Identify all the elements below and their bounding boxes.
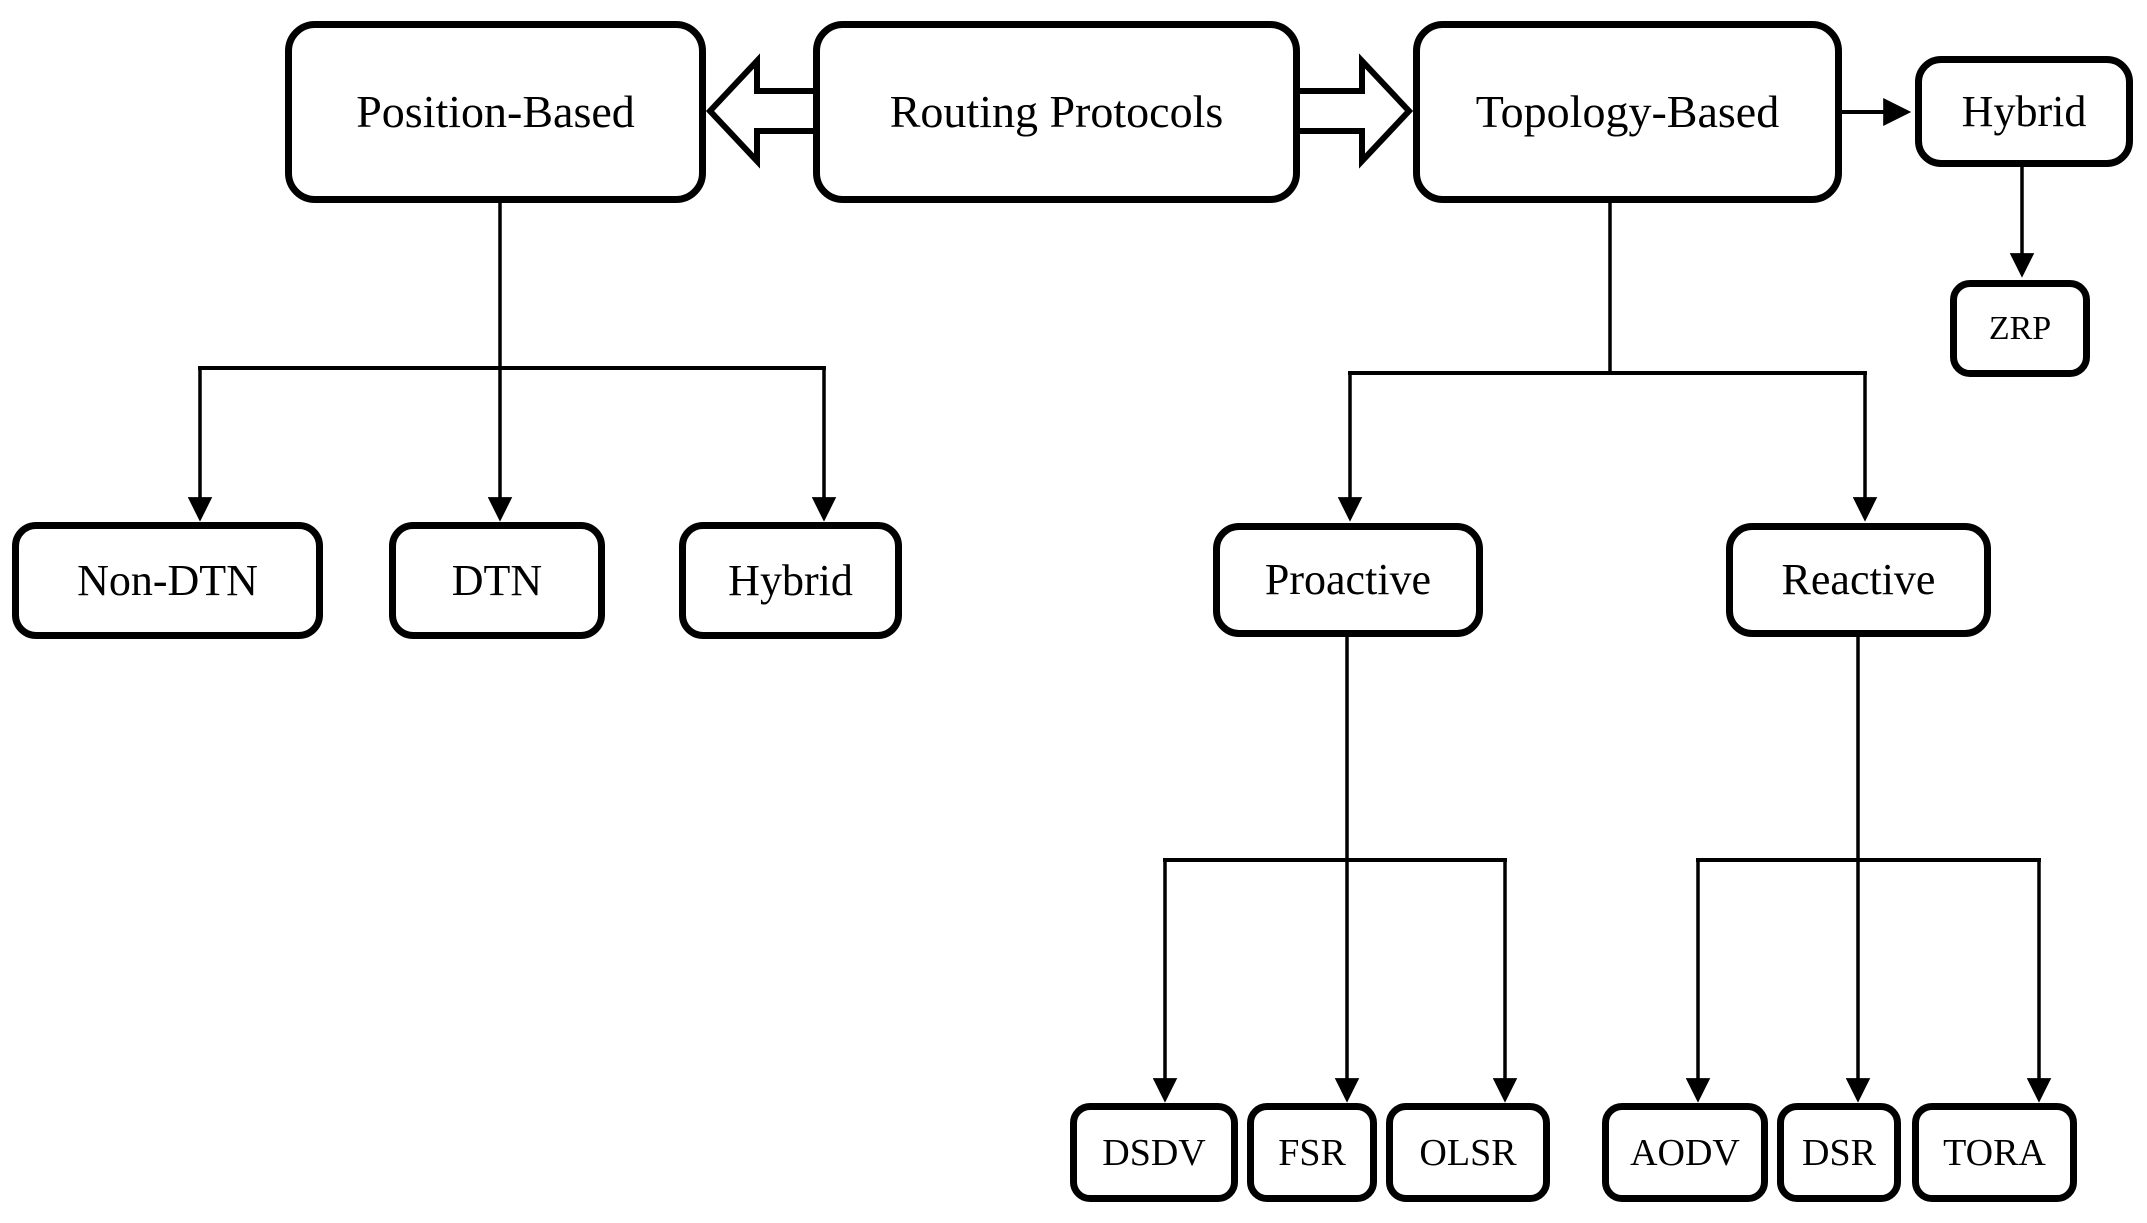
node-aodv: AODV <box>1602 1103 1768 1202</box>
node-label: DSR <box>1802 1131 1876 1174</box>
node-label: FSR <box>1278 1131 1346 1174</box>
node-label: Hybrid <box>728 555 853 605</box>
node-fsr: FSR <box>1247 1103 1377 1202</box>
node-label: Hybrid <box>1961 86 2087 136</box>
node-label: Topology-Based <box>1475 86 1780 137</box>
block-arrow-left-icon <box>705 53 823 169</box>
node-olsr: OLSR <box>1386 1103 1550 1202</box>
node-reactive: Reactive <box>1726 523 1991 637</box>
node-tora: TORA <box>1912 1103 2077 1202</box>
node-dtn: DTN <box>389 522 605 639</box>
node-label: DTN <box>451 555 543 605</box>
node-label: Routing Protocols <box>889 86 1224 137</box>
node-position-based: Position-Based <box>285 21 706 203</box>
node-label: OLSR <box>1419 1131 1517 1174</box>
node-hybrid-topology: Hybrid <box>1915 56 2133 167</box>
node-label: Non-DTN <box>77 555 258 605</box>
node-hybrid-position: Hybrid <box>679 522 902 639</box>
node-dsdv: DSDV <box>1070 1103 1238 1202</box>
node-non-dtn: Non-DTN <box>12 522 323 639</box>
node-routing-protocols: Routing Protocols <box>813 21 1300 203</box>
node-label: Reactive <box>1781 555 1936 604</box>
node-label: TORA <box>1943 1131 2046 1174</box>
node-label: Position-Based <box>356 86 635 137</box>
node-topology-based: Topology-Based <box>1413 21 1842 203</box>
node-label: Proactive <box>1264 555 1432 604</box>
block-arrow-right-icon <box>1291 53 1414 169</box>
node-label: ZRP <box>1988 309 2052 347</box>
node-label: AODV <box>1630 1131 1740 1174</box>
node-label: DSDV <box>1102 1131 1206 1174</box>
node-dsr: DSR <box>1777 1103 1901 1202</box>
node-proactive: Proactive <box>1213 523 1483 637</box>
node-zrp: ZRP <box>1950 280 2090 377</box>
